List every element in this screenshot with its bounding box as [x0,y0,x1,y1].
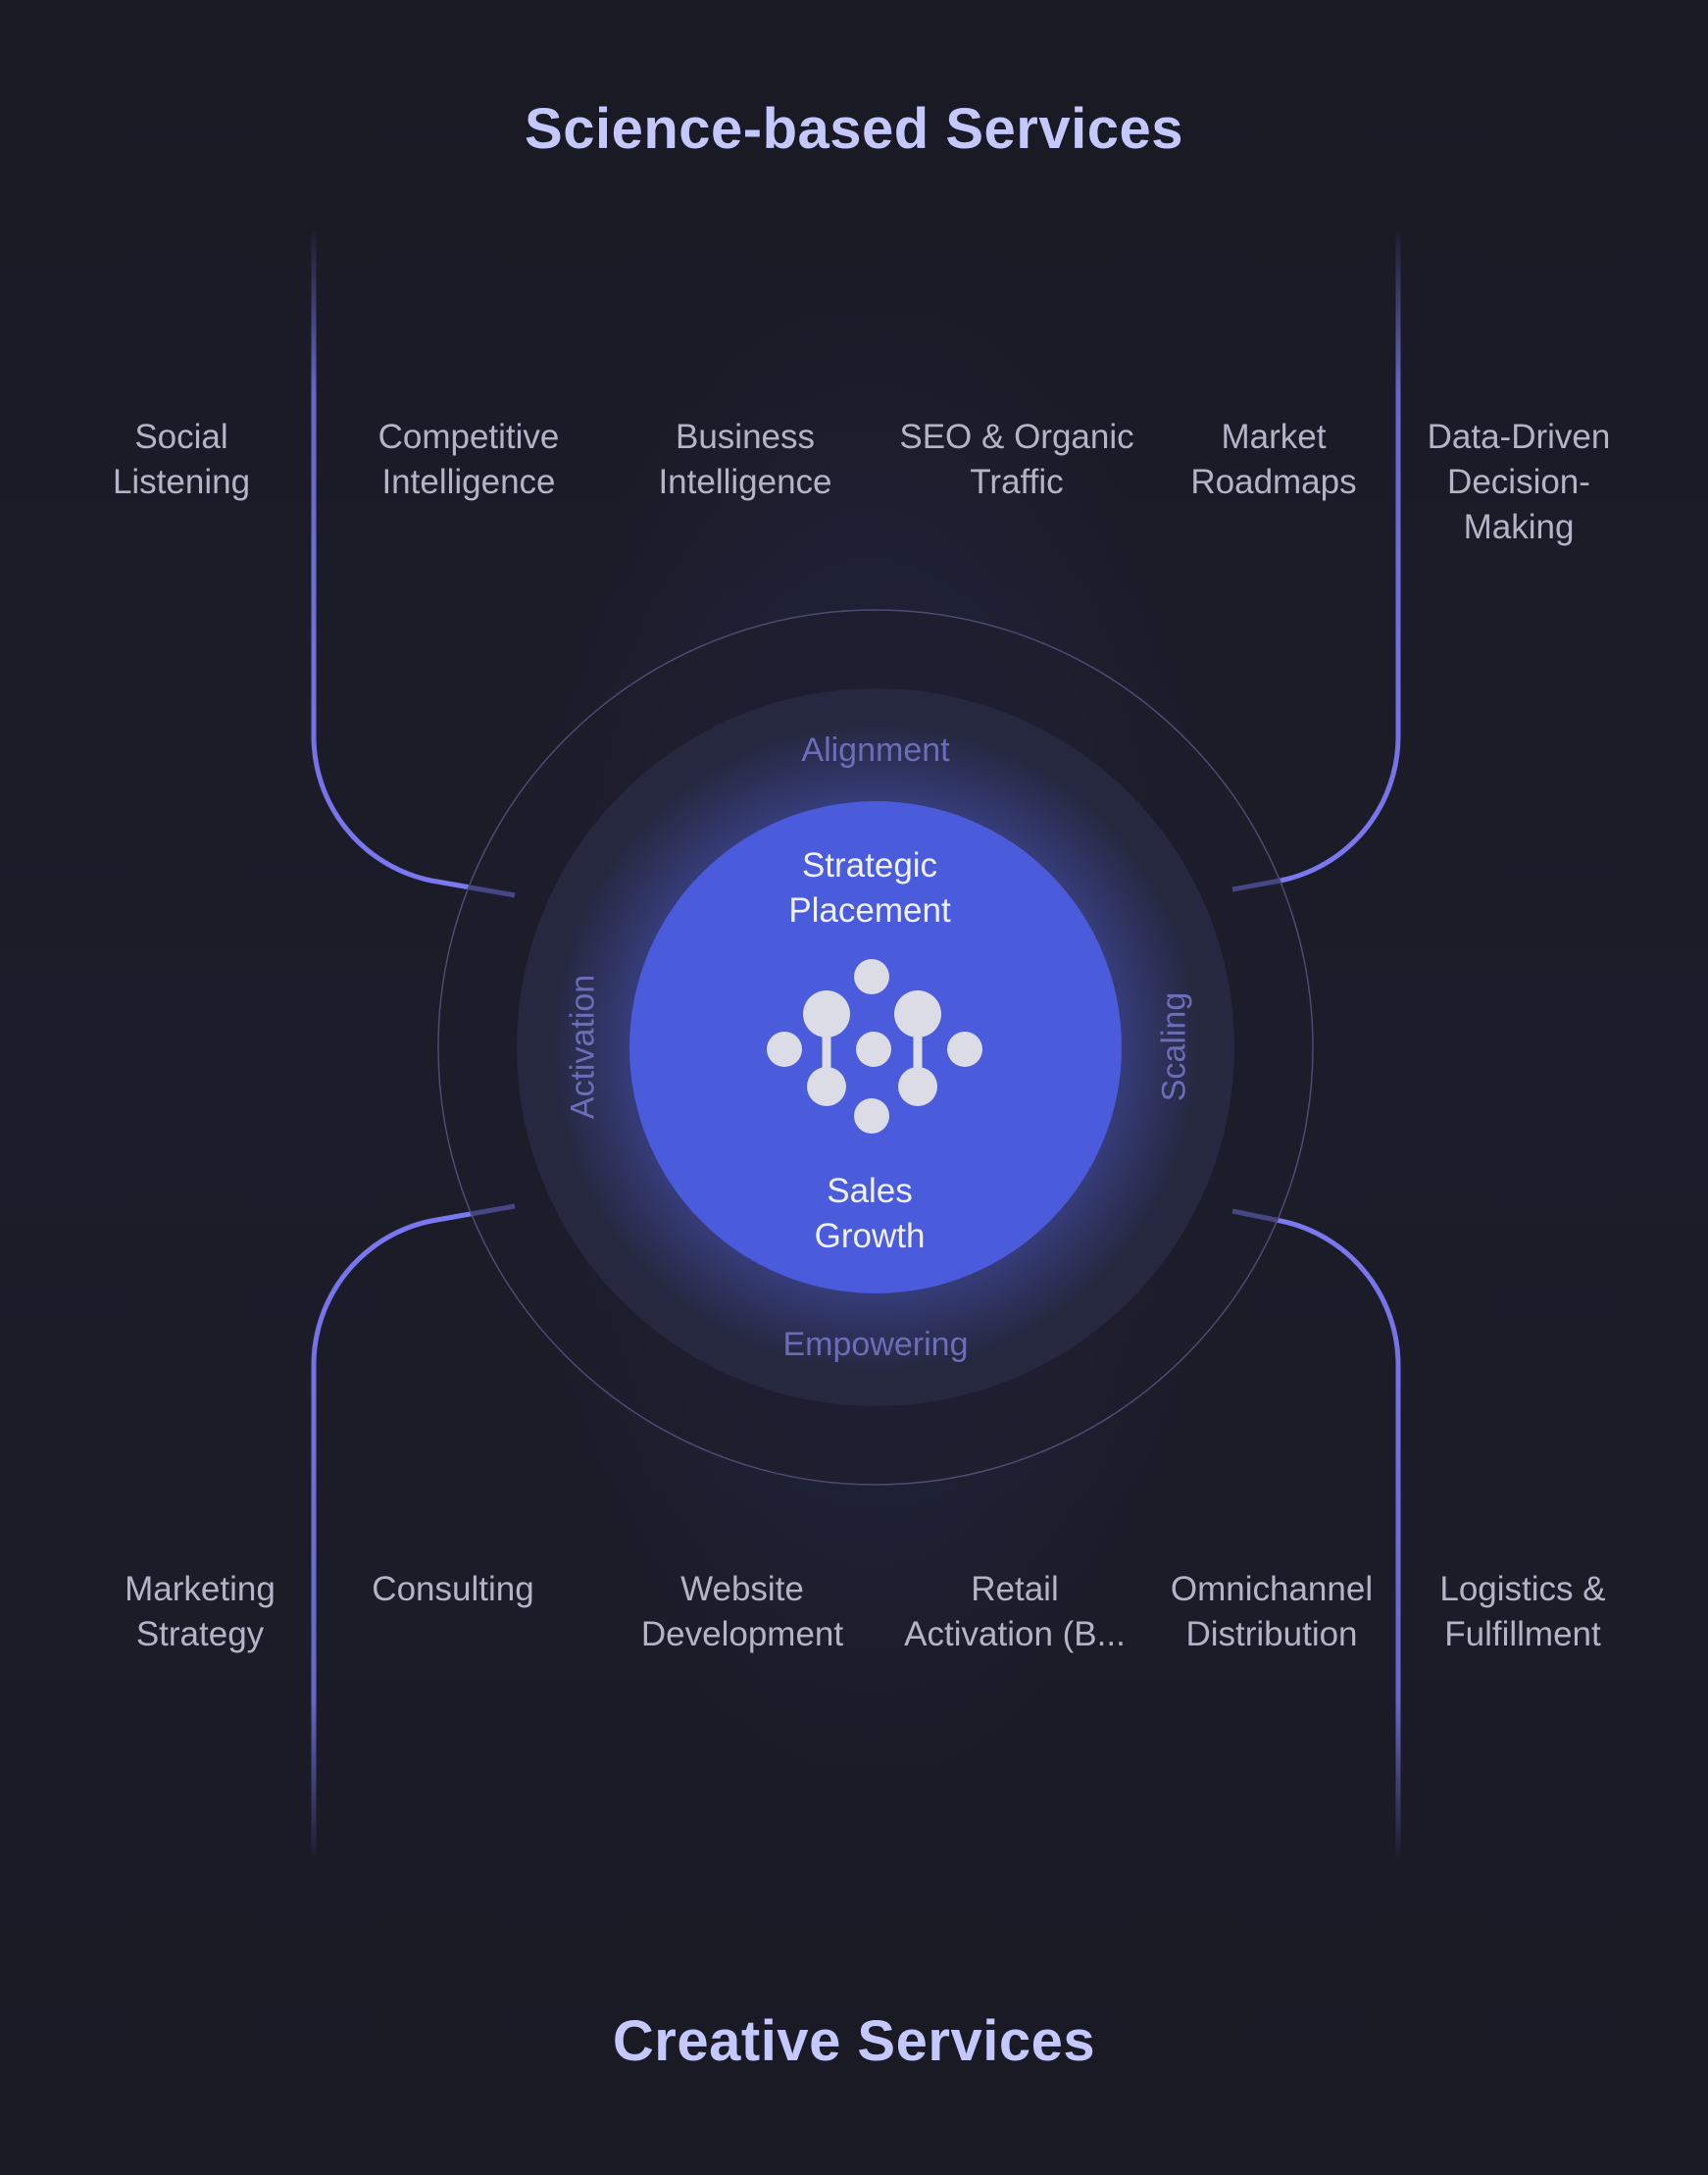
connector-logistics [1231,1208,1401,1863]
ring-label-scaling: Scaling [1155,991,1193,1102]
service-consulting: Consulting [372,1570,534,1608]
connector-social-listening [311,226,516,898]
creative-services-heading: Creative Services [612,2009,1096,2073]
connector-marketing-strategy [311,1203,516,1863]
ring-label-alignment: Alignment [801,732,950,769]
molecule-logo-icon [767,959,982,1134]
connector-decision-making [1231,226,1401,892]
ring-label-activation: Activation [564,974,602,1120]
ring-label-empowering: Empowering [782,1326,969,1363]
science-services-heading: Science-based Services [525,97,1183,161]
service-logistics-fulfillment: Logistics &Fulfillment [1439,1570,1606,1653]
